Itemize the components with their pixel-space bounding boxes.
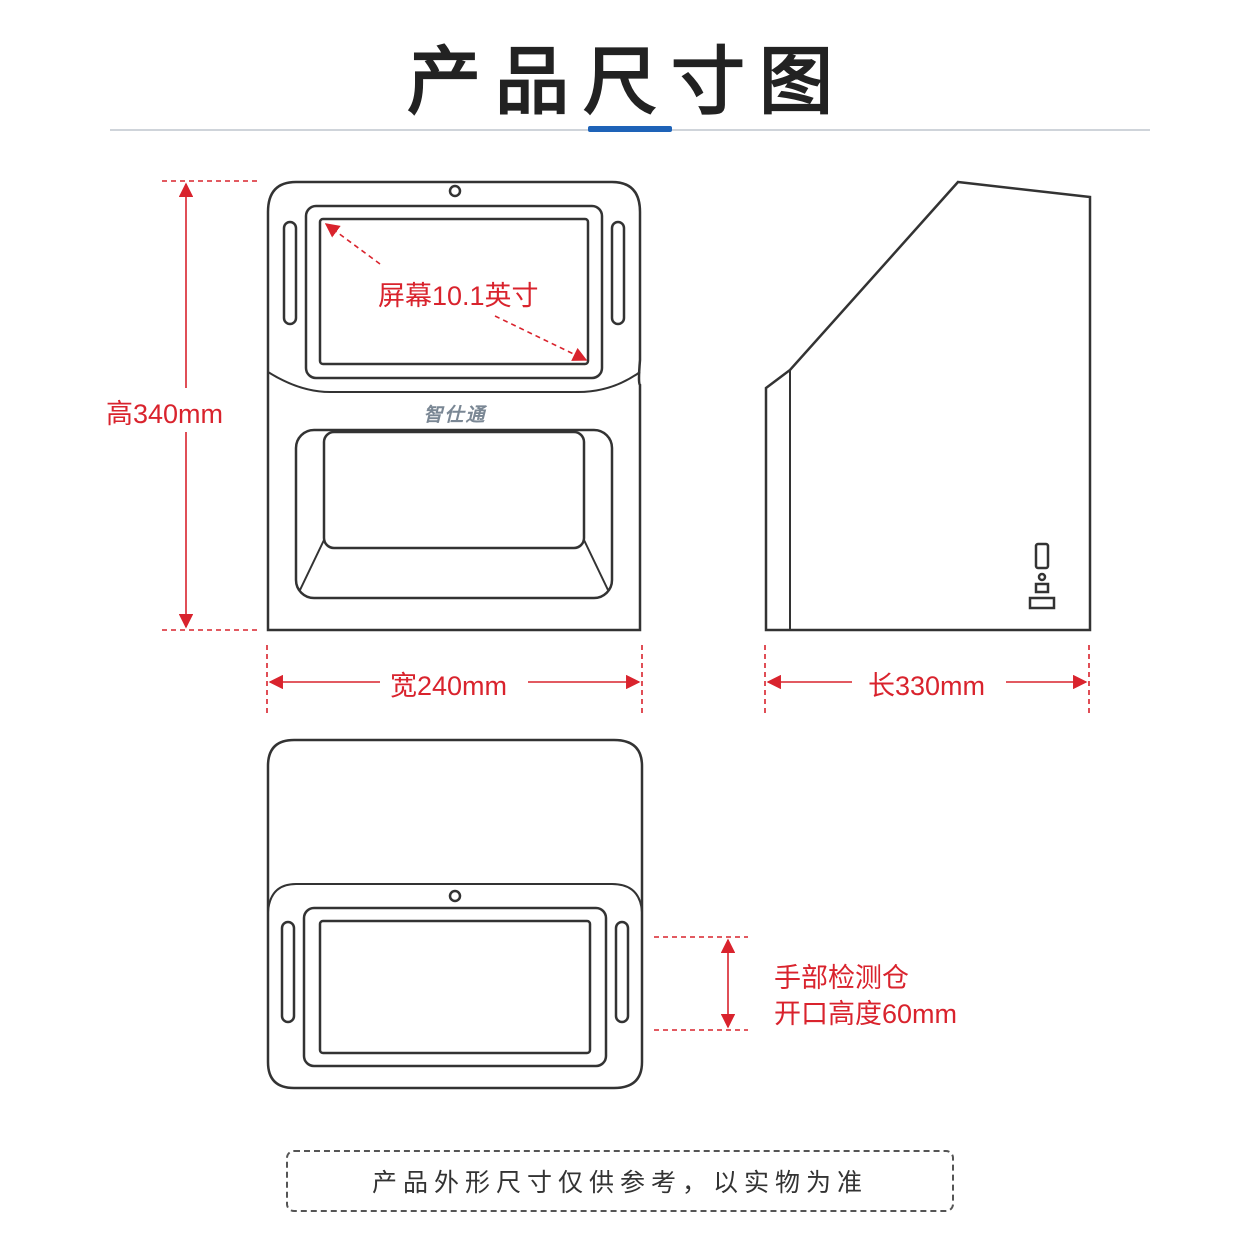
front-body-outline <box>266 180 642 632</box>
side-usb-port <box>1028 596 1056 610</box>
chamber-bevel-right <box>583 539 609 591</box>
back-body-outline <box>266 738 644 1090</box>
height-label: 高340mm <box>106 399 224 429</box>
opening-label-line2: 开口高度60mm <box>774 999 958 1029</box>
back-screen-display <box>318 919 592 1055</box>
back-camera <box>448 889 462 903</box>
side-switch <box>1034 542 1050 570</box>
side-indicator <box>1037 572 1047 582</box>
screen-size-label: 屏幕10.1英寸 <box>378 281 539 311</box>
page-title: 产品尺寸图 <box>407 39 847 125</box>
front-shoulder-line <box>267 371 641 393</box>
width-label: 宽240mm <box>390 671 508 701</box>
side-port <box>1034 582 1050 594</box>
length-label: 长330mm <box>868 671 986 701</box>
front-view <box>266 180 642 632</box>
side-view <box>764 180 1092 632</box>
back-left-light-bar <box>280 920 296 1024</box>
back-screen-bezel <box>302 906 608 1068</box>
side-body-outline <box>764 180 1092 632</box>
disclaimer-box: 产品外形尺寸仅供参考，以实物为准 <box>286 1150 954 1212</box>
brand-logo: 智仕通 <box>423 404 487 426</box>
dimension-lines <box>162 180 1090 1031</box>
screen-diagonal-upper <box>324 223 381 265</box>
front-camera <box>448 184 462 198</box>
screen-bezel <box>304 204 604 380</box>
back-shoulder-line <box>267 883 643 913</box>
back-right-light-bar <box>614 920 630 1024</box>
chamber-bevel-left <box>299 539 325 591</box>
left-light-bar <box>282 220 298 326</box>
disclaimer-text: 产品外形尺寸仅供参考，以实物为准 <box>371 1168 868 1197</box>
screen-display <box>318 217 590 366</box>
back-view <box>266 738 644 1090</box>
hand-chamber-outer <box>294 428 614 600</box>
screen-diagonal-lower <box>494 315 588 361</box>
hand-chamber-inner <box>322 430 586 550</box>
opening-label-line1: 手部检测仓 <box>774 963 909 993</box>
title-accent-bar <box>588 126 672 132</box>
right-light-bar <box>610 220 626 326</box>
